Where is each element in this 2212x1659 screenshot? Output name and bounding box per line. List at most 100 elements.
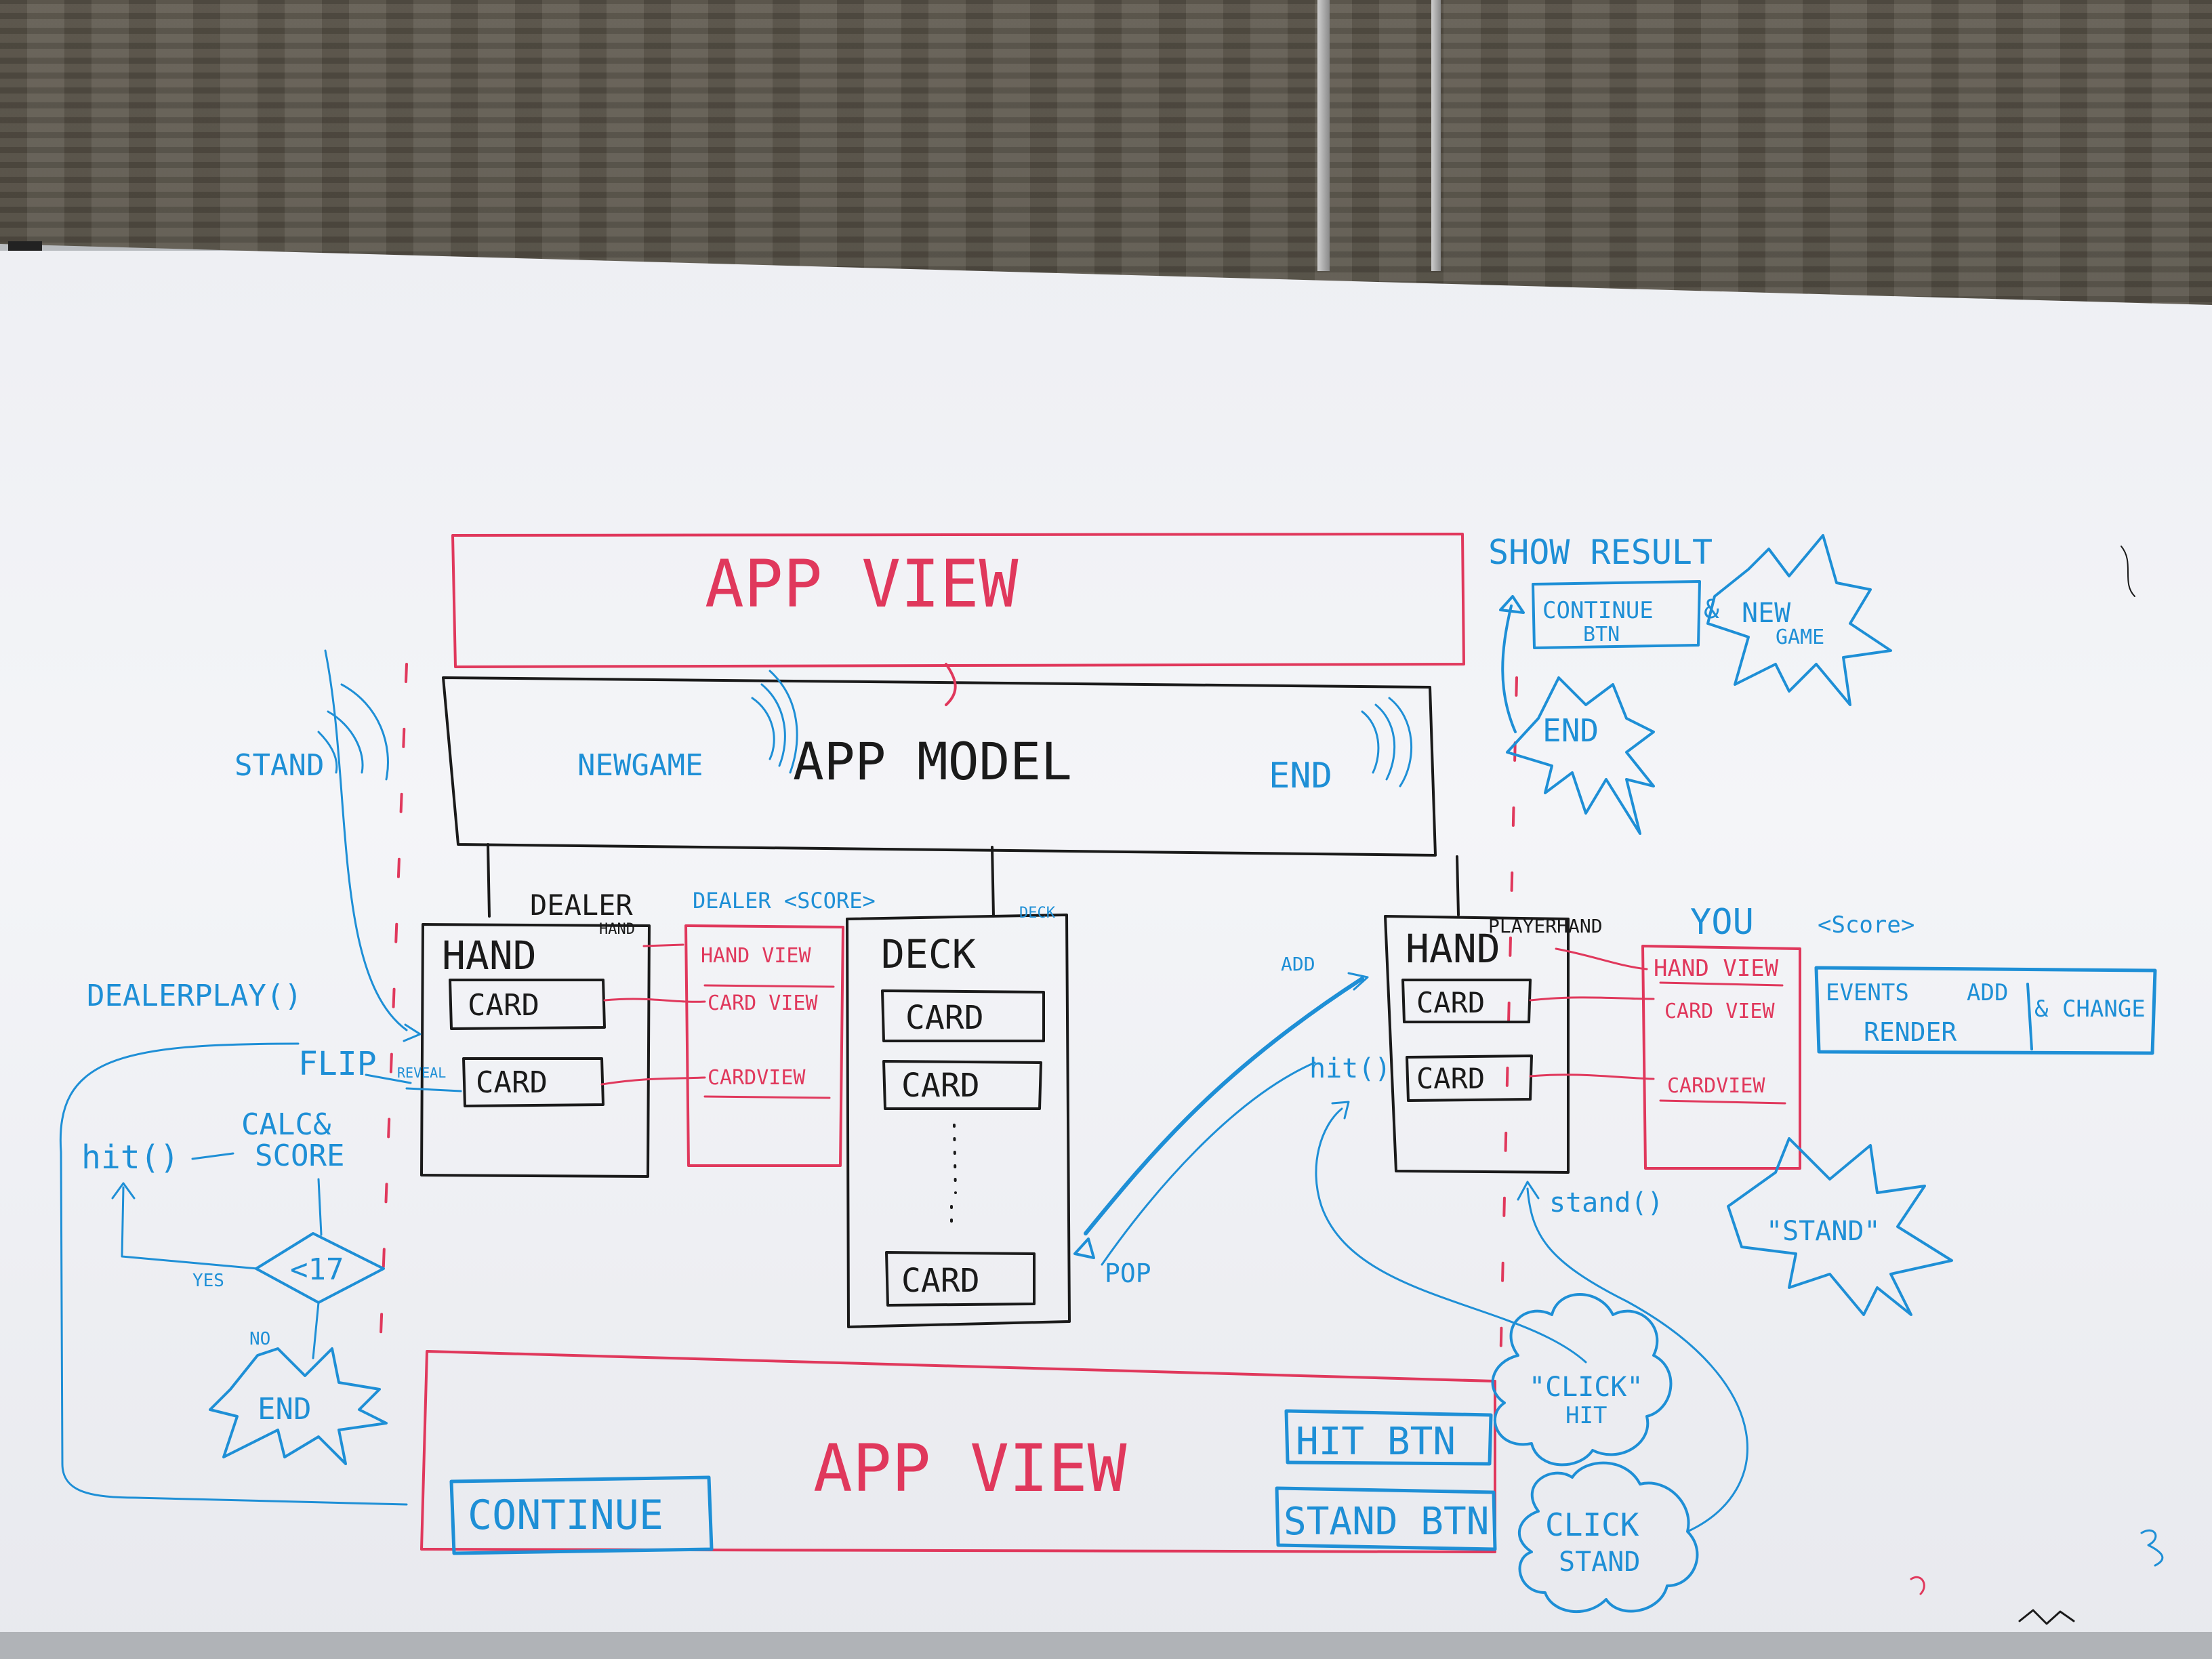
marker-tray [0, 1632, 2212, 1659]
player-hit-label: hit() [1309, 1053, 1391, 1084]
dealer-card-view-2-label: CARDVIEW [708, 1066, 806, 1090]
hit-loop-arrowhead [1331, 1101, 1350, 1120]
stand-label: STAND [234, 748, 324, 783]
new-game-line2: GAME [1776, 626, 1824, 649]
hit-loop-arrow [1315, 1107, 1587, 1364]
dealer-card-1-label: CARD [468, 988, 539, 1023]
player-hand-title: HAND [1406, 926, 1500, 972]
player-card1-arrow [1529, 996, 1655, 1002]
player-hand-view-label: HAND VIEW [1654, 955, 1779, 982]
calc-line2: SCORE [255, 1139, 344, 1173]
dealer-play-label: DEALERPLAY() [87, 979, 302, 1013]
pop-arrow [1084, 977, 1364, 1235]
deck-card-1 [881, 989, 1045, 1042]
dealer-hand-view-box [684, 924, 844, 1167]
new-game-label: NEWGAME [577, 748, 703, 783]
player-card-view-1-label: CARD VIEW [1664, 1000, 1775, 1023]
continue-button-box [449, 1475, 714, 1555]
show-result-label: SHOW RESULT [1488, 533, 1713, 572]
calc-line1: CALC& [241, 1107, 331, 1142]
flip-to-reveal [365, 1073, 412, 1084]
player-hand-box [1384, 915, 1570, 1174]
you-label: YOU [1690, 902, 1754, 943]
hit-button-box [1284, 1409, 1493, 1466]
app-model-label: APP MODEL [793, 731, 1072, 792]
yes-label: YES [192, 1271, 224, 1291]
board-squiggle-3 [1910, 1576, 1925, 1595]
dealer-label: DEALER [530, 888, 633, 922]
yes-arrow [121, 1186, 259, 1270]
bottom-app-view-label: APP VIEW [813, 1431, 1127, 1507]
events-line1-a: EVENTS [1826, 979, 1909, 1006]
player-stand-label: stand() [1549, 1187, 1664, 1218]
deck-ellipsis [950, 1124, 957, 1235]
model-to-dealer [487, 843, 491, 918]
show-result-arrow [1501, 605, 1517, 733]
add-label: ADD [1281, 953, 1315, 975]
dealer-hand-view-label: HAND VIEW [701, 944, 811, 968]
board-label [8, 241, 42, 251]
flip-arrowhead [403, 1023, 422, 1042]
events-line1-c: & CHANGE [2034, 996, 2146, 1023]
deck-card-2-label: CARD [901, 1067, 980, 1105]
dealer-card2-arrow [600, 1076, 706, 1086]
continue-button-label[interactable]: CONTINUE [468, 1492, 663, 1539]
result-end-label: END [1542, 712, 1599, 749]
board-squiggle-1 [2018, 1609, 2075, 1625]
stand-button-label[interactable]: STAND BTN [1284, 1500, 1489, 1544]
dealer-hand-box [420, 923, 651, 1178]
deck-card-1-label: CARD [905, 999, 984, 1037]
reveal-label: REVEAL [397, 1065, 446, 1081]
end-signal-arcs [1361, 697, 1412, 787]
deck-label: DECK [1019, 905, 1056, 922]
new-game-line1: NEW [1742, 598, 1791, 629]
top-app-view-label: APP VIEW [705, 546, 1019, 622]
model-to-deck [991, 846, 995, 918]
stand-button-box [1275, 1486, 1497, 1551]
app-model-connector [945, 663, 957, 706]
player-card-2-label: CARD [1416, 1062, 1485, 1095]
player-card-view-1 [1659, 981, 1784, 987]
end-burst-top [1506, 676, 1655, 835]
dealer-card-2-label: CARD [476, 1065, 548, 1100]
player-card-view-2-label: CARDVIEW [1667, 1074, 1765, 1098]
newgame-signal-arcs [751, 670, 798, 774]
continue-btn-line2: BTN [1583, 623, 1620, 647]
stand-signal-arcs [317, 683, 389, 781]
dealer-label-hand: HAND [599, 921, 635, 938]
click-stand-line1: CLICK [1545, 1507, 1639, 1543]
reveal-arrow [405, 1087, 462, 1092]
click-stand-cloud [1517, 1461, 1699, 1614]
click-hit-line1: "CLICK" [1529, 1372, 1643, 1403]
end-burst-bottom [209, 1347, 388, 1465]
dealer-hand-title: HAND [442, 933, 537, 979]
stand-burst-label: "STAND" [1766, 1216, 1881, 1247]
show-result-arrowhead [1499, 595, 1525, 614]
dealer-score-label: DEALER <SCORE> [693, 888, 876, 914]
dealer-card-view-1-label: CARD VIEW [708, 991, 818, 1015]
player-card-1 [1401, 979, 1532, 1023]
stand-loop-arrowhead [1517, 1181, 1540, 1201]
no-label: NO [249, 1329, 270, 1349]
add-arrowhead [1347, 972, 1369, 991]
click-stand-line2: STAND [1559, 1547, 1640, 1578]
red-dashed-left [378, 663, 408, 1370]
app-model-box [442, 676, 1437, 857]
dealer-card-1 [449, 979, 606, 1030]
stand-burst [1727, 1137, 1953, 1316]
result-amp: & [1704, 594, 1719, 624]
stand-to-flip-arrow [324, 649, 408, 1031]
player-card2-arrow [1529, 1073, 1655, 1080]
pop-arrowhead [1073, 1237, 1095, 1259]
player-card-1-label: CARD [1416, 986, 1485, 1019]
board-squiggle-2 [2140, 1529, 2164, 1567]
deck-title: DECK [881, 931, 976, 977]
board-squiggle-4 [2121, 546, 2135, 597]
events-divider [2026, 983, 2033, 1050]
player-hand-label: PLAYERHAND [1488, 915, 1603, 937]
player-score-label: <Score> [1818, 912, 1914, 939]
hit-button-label[interactable]: HIT BTN [1296, 1420, 1456, 1464]
deck-card-2 [882, 1060, 1042, 1110]
no-arrow [312, 1301, 320, 1359]
